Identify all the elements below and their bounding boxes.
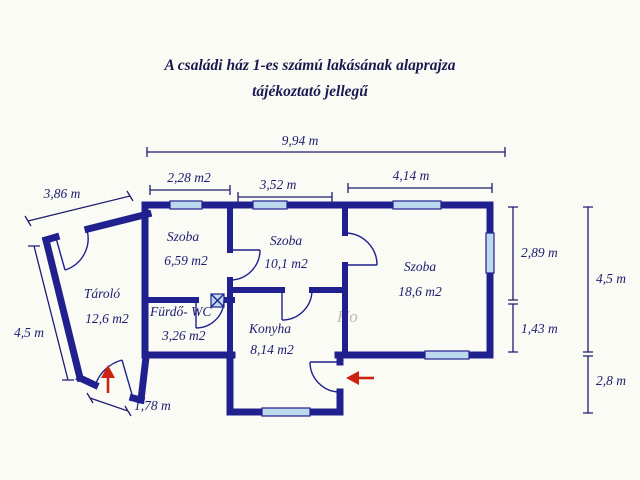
dim-storage-left: 4,5 m: [14, 245, 74, 381]
walls: [41, 201, 494, 416]
room1-name: Szoba: [167, 229, 200, 244]
door-storage-top: [55, 229, 89, 271]
bathroom-label: Fürdő- WC 3,26 m2: [149, 304, 212, 343]
door-room2-room3: [344, 232, 378, 266]
entrance-arrows: [101, 365, 374, 393]
wall-storage-connector: [137, 353, 150, 404]
dim-right-upper: 2,89 m: [508, 206, 558, 301]
dim-seg-mid: 3,52 m: [237, 177, 333, 202]
dim-total-width: 9,94 m: [146, 133, 506, 157]
dim-label-seg-mid: 3,52 m: [259, 177, 297, 192]
door-storage-entrance: [94, 359, 134, 399]
dim-line-right-upper: [508, 206, 518, 301]
dim-label-storage-left: 4,5 m: [14, 325, 44, 340]
dim-line-kitchen-right: [583, 355, 593, 414]
storage-entrance-arrow: [101, 365, 115, 393]
dim-label-kitchen-right: 2,8 m: [596, 373, 626, 388]
dim-line-right-total: [583, 206, 593, 353]
room3-name: Szoba: [404, 259, 437, 274]
storage-area: 12,6 m2: [85, 311, 129, 326]
window-room3-bottom: [424, 350, 470, 360]
dim-storage-top: 3,86 m: [24, 186, 134, 227]
dim-seg-left: 2,28 m2: [149, 170, 231, 195]
dim-line-seg-right: [347, 183, 493, 193]
window-kitchen-bottom: [261, 407, 311, 417]
dim-line-storage-left: [28, 245, 74, 381]
kitchen-label: Konyha 8,14 m2: [248, 321, 294, 357]
window-room2-top: [252, 200, 288, 210]
dim-line-right-lower: [508, 303, 518, 353]
plan-title: A családi ház 1-es számú lakásának alapr…: [163, 57, 455, 100]
dim-label-total-width: 9,94 m: [282, 133, 319, 148]
dim-line-total-width: [146, 147, 506, 157]
kitchen-area: 8,14 m2: [250, 342, 294, 357]
windows: [169, 200, 495, 417]
kitchen-name: Konyha: [248, 321, 291, 336]
bathroom-vent-cross: [210, 293, 225, 308]
window-room3-top: [392, 200, 442, 210]
dim-right-lower: 1,43 m: [508, 303, 558, 353]
room2-area: 10,1 m2: [264, 256, 308, 271]
dim-seg-right: 4,14 m: [347, 168, 493, 193]
bathroom-area: 3,26 m2: [161, 328, 206, 343]
dim-line-entrance-width: [86, 392, 132, 417]
dim-kitchen-right: 2,8 m: [583, 355, 626, 414]
wall-storage-left-slant: [41, 235, 85, 383]
room2-name: Szoba: [270, 233, 303, 248]
dim-entrance-width: 1,78 m: [86, 392, 171, 417]
room2-label: Szoba 10,1 m2: [264, 233, 308, 271]
plan-title-line1: A családi ház 1-es számú lakásának alapr…: [163, 57, 455, 74]
dim-label-storage-top: 3,86 m: [43, 186, 81, 201]
plan-title-line2: tájékoztató jellegű: [252, 83, 369, 100]
storage-entrance-arrow-head-icon: [101, 365, 115, 378]
bathroom-vent-symbol: [210, 293, 225, 308]
dim-line-seg-mid: [237, 192, 333, 202]
dim-right-total: 4,5 m: [583, 206, 626, 353]
dimension-annotations: 9,94 m 2,28 m2 3,52 m 4,14 m 3,86 m 4,5: [14, 133, 626, 417]
door-kitchen-entrance: [309, 361, 341, 393]
room1-area: 6,59 m2: [164, 253, 208, 268]
dim-line-storage-top: [24, 190, 134, 227]
window-room1-top: [169, 200, 203, 210]
dim-label-right-upper: 2,89 m: [521, 245, 558, 260]
room3-label: Szoba 18,6 m2: [398, 259, 442, 299]
dim-label-seg-right: 4,14 m: [393, 168, 430, 183]
dim-line-seg-left: [149, 185, 231, 195]
kitchen-entrance-arrow-head-icon: [346, 371, 359, 385]
bathroom-name: Fürdő- WC: [149, 304, 212, 319]
dim-label-right-lower: 1,43 m: [521, 321, 558, 336]
door-room1-bathroom: [195, 299, 225, 329]
door-room2-kitchen: [281, 289, 313, 321]
dim-label-seg-left: 2,28 m2: [167, 170, 211, 185]
kitchen-entrance-arrow: [346, 371, 374, 385]
storage-label: Tároló 12,6 m2: [84, 286, 129, 326]
doors: [55, 229, 378, 399]
door-room1-room2: [229, 249, 261, 281]
wall-storage-top-slant: [41, 209, 153, 245]
room3-area: 18,6 m2: [398, 284, 442, 299]
room1-label: Szoba 6,59 m2: [164, 229, 208, 268]
window-room3-right: [485, 232, 495, 274]
room-labels: Szoba 6,59 m2 Szoba 10,1 m2 Szoba 18,6 m…: [84, 229, 442, 357]
storage-name: Tároló: [84, 286, 121, 301]
dim-label-right-total: 4,5 m: [596, 271, 626, 286]
